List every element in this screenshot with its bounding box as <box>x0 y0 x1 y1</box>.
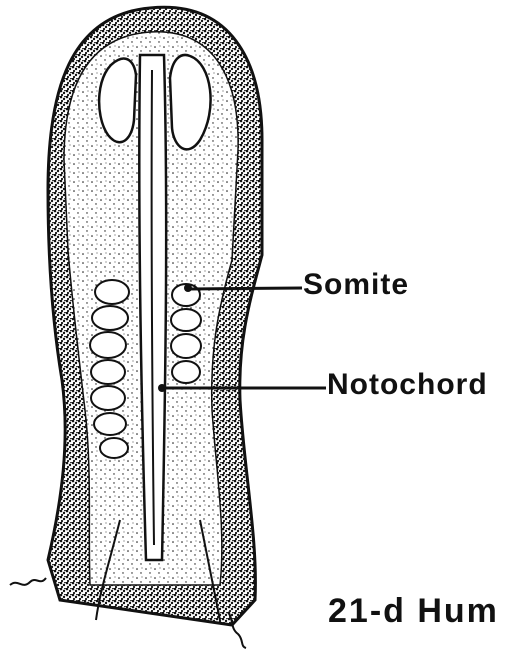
somite <box>91 386 125 410</box>
somite-label: Somite <box>303 268 409 302</box>
somite <box>94 413 126 435</box>
somite <box>172 361 200 383</box>
somite <box>92 306 128 330</box>
somite <box>171 309 201 331</box>
figure-caption: 21-d Hum <box>328 592 499 631</box>
somite-leader-line <box>190 288 302 289</box>
somite <box>171 334 201 358</box>
somite <box>91 360 125 384</box>
notochord-label: Notochord <box>327 368 488 402</box>
somite <box>95 280 129 304</box>
cut-edge-left <box>10 578 46 585</box>
somite <box>100 438 128 458</box>
somite <box>90 332 126 358</box>
